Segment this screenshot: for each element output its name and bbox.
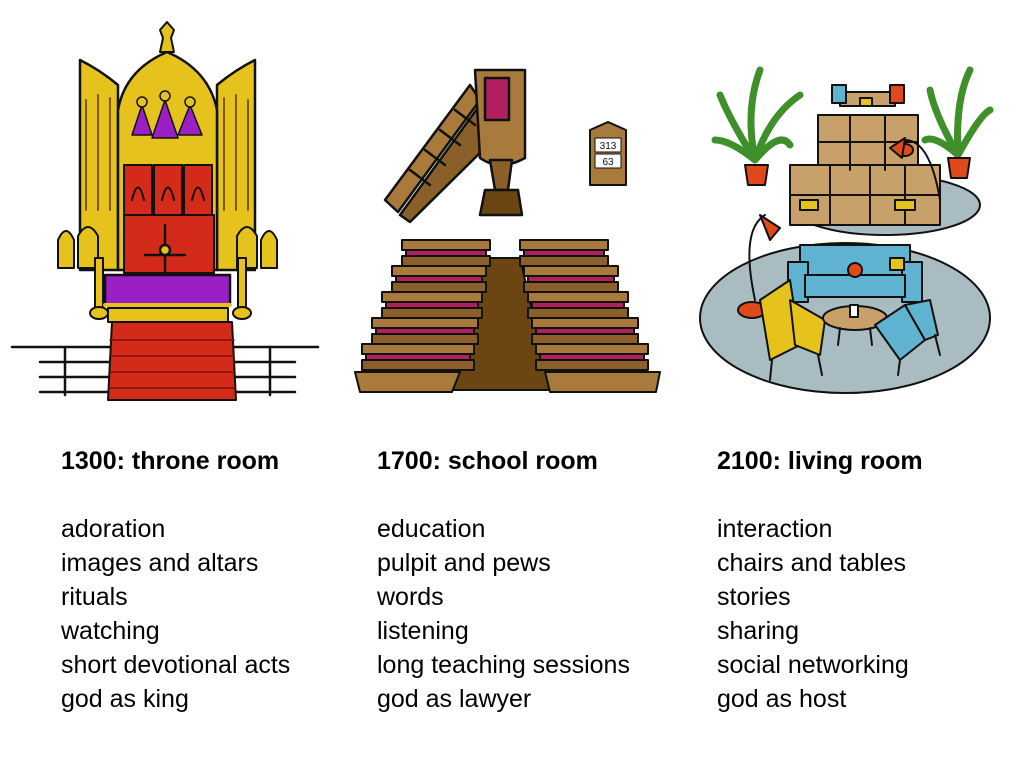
top-table [831, 84, 905, 107]
bookshelf [789, 114, 941, 226]
list-item: listening [377, 617, 469, 645]
pew-back [361, 343, 475, 355]
pew-base [544, 371, 661, 393]
spire [159, 21, 175, 53]
side-arches [57, 226, 278, 269]
pew-back [391, 265, 487, 277]
left-pews [354, 239, 491, 393]
list-item: stories [717, 583, 791, 611]
item-list: adoration images and altars rituals watc… [61, 512, 290, 716]
pew-front [527, 307, 629, 319]
pew-back [531, 317, 639, 329]
list-item: sharing [717, 617, 799, 645]
list-item: social networking [717, 651, 909, 679]
living-room-illustration [699, 66, 994, 394]
item-list: education pulpit and pews words listenin… [377, 512, 630, 716]
pew-back [371, 317, 479, 329]
throne-room-illustration [10, 21, 320, 401]
red-panels [123, 164, 215, 274]
pew-front [391, 281, 487, 293]
pew-back [535, 343, 649, 355]
list-item: adoration [61, 515, 166, 543]
list-item: words [377, 583, 444, 611]
pulpit-stairs [383, 83, 490, 224]
pew-front [531, 333, 639, 345]
item-list: interaction chairs and tables stories sh… [717, 512, 923, 716]
pew-front [523, 281, 619, 293]
pew-back [519, 239, 609, 251]
coffee-table [822, 304, 888, 346]
pew-front [381, 307, 483, 319]
pew-back [401, 239, 491, 251]
pew-base [354, 371, 461, 393]
list-item: god as lawyer [377, 685, 532, 713]
right-pews [519, 239, 661, 393]
list-item: god as king [61, 685, 189, 713]
column-throne-room: 1300: throne room adoration images and a… [61, 444, 290, 716]
hymn-board: 313 63 [589, 121, 627, 186]
list-item: watching [61, 617, 160, 645]
sofa [787, 244, 923, 303]
pew-front [401, 255, 491, 267]
list-item: pulpit and pews [377, 549, 551, 577]
column-heading: 2100: living room [717, 447, 923, 475]
blue-armchair [874, 299, 941, 376]
list-item: chairs and tables [717, 549, 907, 577]
pew-back [381, 291, 483, 303]
column-school-room: 1700: school room education pulpit and p… [377, 444, 630, 716]
pew-front [361, 359, 475, 371]
pew-back [527, 291, 629, 303]
list-item: interaction [717, 515, 833, 543]
purple-saints [131, 90, 203, 139]
list-item: god as host [717, 685, 847, 713]
pulpit [473, 68, 527, 217]
school-room-illustration: 313 63 [354, 68, 661, 393]
pew-back [523, 265, 619, 277]
column-living-room: 2100: living room interaction chairs and… [717, 444, 923, 716]
yellow-armchair [759, 279, 826, 381]
hymn-number-1: 313 [600, 141, 617, 152]
candlesticks [89, 257, 252, 320]
altar-cloth [103, 273, 232, 307]
plant-left [711, 66, 804, 186]
list-item: education [377, 515, 486, 543]
pew-front [519, 255, 609, 267]
hymn-number-2: 63 [602, 157, 614, 168]
list-item: images and altars [61, 549, 259, 577]
plant-right [921, 66, 994, 179]
pew-front [535, 359, 649, 371]
list-item: short devotional acts [61, 651, 291, 679]
column-heading: 1300: throne room [61, 447, 280, 475]
pew-front [371, 333, 479, 345]
column-heading: 1700: school room [377, 447, 598, 475]
list-item: long teaching sessions [377, 651, 630, 679]
list-item: rituals [61, 583, 128, 611]
